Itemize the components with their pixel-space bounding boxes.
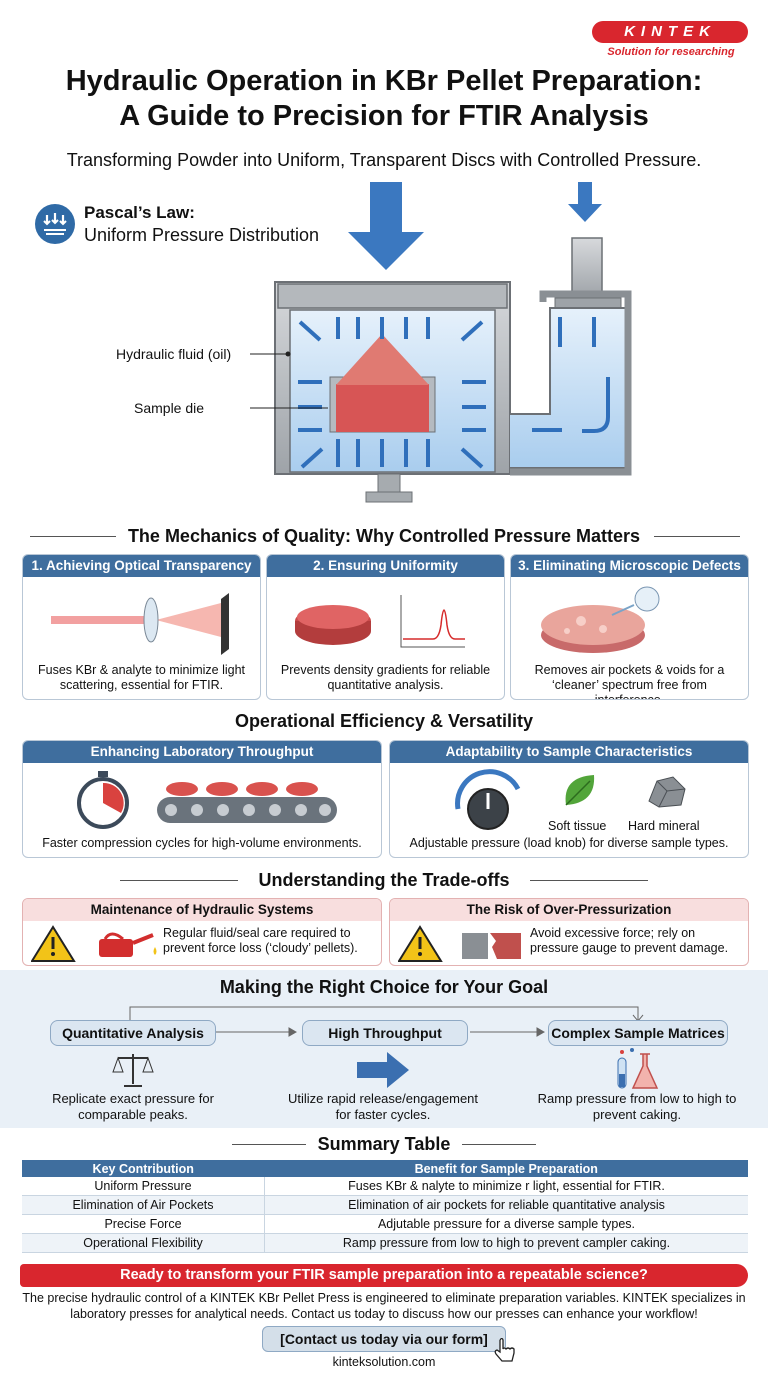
card-uniformity: 2. Ensuring Uniformity Prevents density … [266,554,505,700]
logo-tagline: Solution for researching [607,46,735,58]
pascal-subtitle: Uniform Pressure Distribution [84,225,320,245]
lab-flask-icon [617,1048,659,1089]
divider [120,880,238,881]
table-cell: Precise Force [22,1214,265,1234]
section-heading-choice: Making the Right Choice for Your Goal [219,977,549,997]
column-header: Key Contribution [22,1160,265,1177]
page-title: Hydraulic Operation in KBr Pellet Prepar… [10,64,758,134]
label-sample-die: Sample die [134,400,205,416]
card-description: Fuses KBr & analyte to minimize light sc… [37,663,246,692]
porous-pellet-icon [541,586,660,653]
choice-flow-arrows [129,1006,644,1037]
card-description: Prevents density gradients for reliable … [280,663,491,692]
choice-section [0,970,768,1128]
label-hard-mineral: Hard mineral [628,819,700,833]
divider [462,1144,536,1145]
choice-quantitative-text: Replicate exact pressure for comparable … [52,1091,214,1122]
card-description: Avoid excessive force; rely on pressure … [530,926,729,955]
card-hydraulic-maintenance: Maintenance of Hydraulic Systems Regular… [22,898,382,966]
section-heading-efficiency: Operational Efficiency & Versatility [234,711,534,731]
table-row: Uniform Pressure Fuses KBr & nalyte to m… [22,1177,748,1196]
hydraulic-press-diagram [250,182,632,503]
section-heading-tradeoffs: Understanding the Trade-offs [258,870,510,890]
divider [30,536,116,537]
card-optical-transparency: 1. Achieving Optical Transparency Fuses … [22,554,261,700]
cta-banner: Ready to transform your FTIR sample prep… [20,1264,748,1287]
card-description: Faster compression cycles for high-volum… [42,836,362,850]
mineral-rock-icon [648,776,686,808]
card-description: Adjustable pressure (load knob) for dive… [409,836,729,850]
pellet-spectrum-icon [295,595,465,648]
title-line-2: A Guide to Precision for FTIR Analysis [119,100,649,132]
page-subtitle: Transforming Powder into Uniform, Transp… [66,150,702,170]
card-title: Enhancing Laboratory Throughput [23,741,381,763]
contact-form-button[interactable]: [Contact us today via our form] [262,1326,506,1352]
balance-scale-icon [112,1054,154,1087]
table-cell: Operational Flexibility [22,1233,265,1253]
card-title: The Risk of Over-Pressurization [390,899,748,921]
table-cell: Elimination of Air Pockets [22,1195,265,1215]
summary-table: Key Contribution Benefit for Sample Prep… [22,1160,748,1253]
table-row: Precise Force Adjutable pressure for a d… [22,1214,748,1234]
pascal-title: Pascal’s Law: [84,203,195,222]
cta-description: The precise hydraulic control of a KINTE… [22,1291,746,1321]
table-cell: Elimination of air pockets for reliable … [264,1195,748,1215]
table-cell: Adjutable pressure for a diverse sample … [264,1214,748,1234]
leaf-icon [565,775,595,806]
divider [232,1144,306,1145]
choice-throughput-text: Utilize rapid release/engagement for fas… [287,1091,479,1122]
card-title: Adaptability to Sample Characteristics [390,741,748,763]
card-title: 1. Achieving Optical Transparency [23,555,260,577]
title-line-1: Hydraulic Operation in KBr Pellet Prepar… [65,65,703,97]
card-description: Regular fluid/seal care required to prev… [163,926,358,955]
card-title: 3. Eliminating Microscopic Defects [511,555,748,577]
choice-high-throughput: High Throughput [302,1020,468,1046]
card-microscopic-defects: 3. Eliminating Microscopic Defects Remov… [510,554,749,700]
column-header: Benefit for Sample Preparation [264,1160,748,1177]
choice-complex-text: Ramp pressure from low to high to preven… [537,1091,737,1122]
card-over-pressurization: The Risk of Over-Pressurization Avoid ex… [389,898,749,966]
laser-lens-icon [51,593,229,655]
forward-arrow-icon [357,1052,409,1088]
choice-quantitative-analysis: Quantitative Analysis [50,1020,216,1046]
card-adaptability: Adaptability to Sample Characteristics S… [389,740,749,858]
kintek-logo: KINTEK [592,21,748,43]
card-title: 2. Ensuring Uniformity [267,555,504,577]
card-description: Removes air pockets & voids for a ‘clean… [534,663,725,700]
section-heading-mechanics: The Mechanics of Quality: Why Controlled… [127,526,641,546]
card-throughput: Enhancing Laboratory Throughput Faster c… [22,740,382,858]
stopwatch-conveyor-icon [77,771,337,829]
table-row: Elimination of Air Pockets Elimination o… [22,1195,748,1215]
load-knob-icon [455,769,521,830]
table-row: Operational Flexibility Ramp pressure fr… [22,1233,748,1253]
choice-complex-matrices: Complex Sample Matrices [548,1020,728,1046]
table-cell: Ramp pressure from low to high to preven… [264,1233,748,1253]
divider [654,536,740,537]
card-title: Maintenance of Hydraulic Systems [23,899,381,921]
label-soft-tissue: Soft tissue [548,819,607,833]
pressure-icon [35,204,75,244]
warning-crack-icon [398,925,521,962]
section-heading-summary: Summary Table [317,1134,451,1154]
pointer-hand-icon [494,1338,515,1362]
label-hydraulic-fluid: Hydraulic fluid (oil) [116,346,232,362]
warning-oilcan-icon [31,925,157,962]
table-header-row: Key Contribution Benefit for Sample Prep… [22,1160,748,1177]
website-link[interactable]: kinteksolution.com [332,1355,436,1369]
table-cell: Fuses KBr & nalyte to minimize r light, … [264,1177,748,1196]
divider [530,880,648,881]
table-cell: Uniform Pressure [22,1177,265,1196]
